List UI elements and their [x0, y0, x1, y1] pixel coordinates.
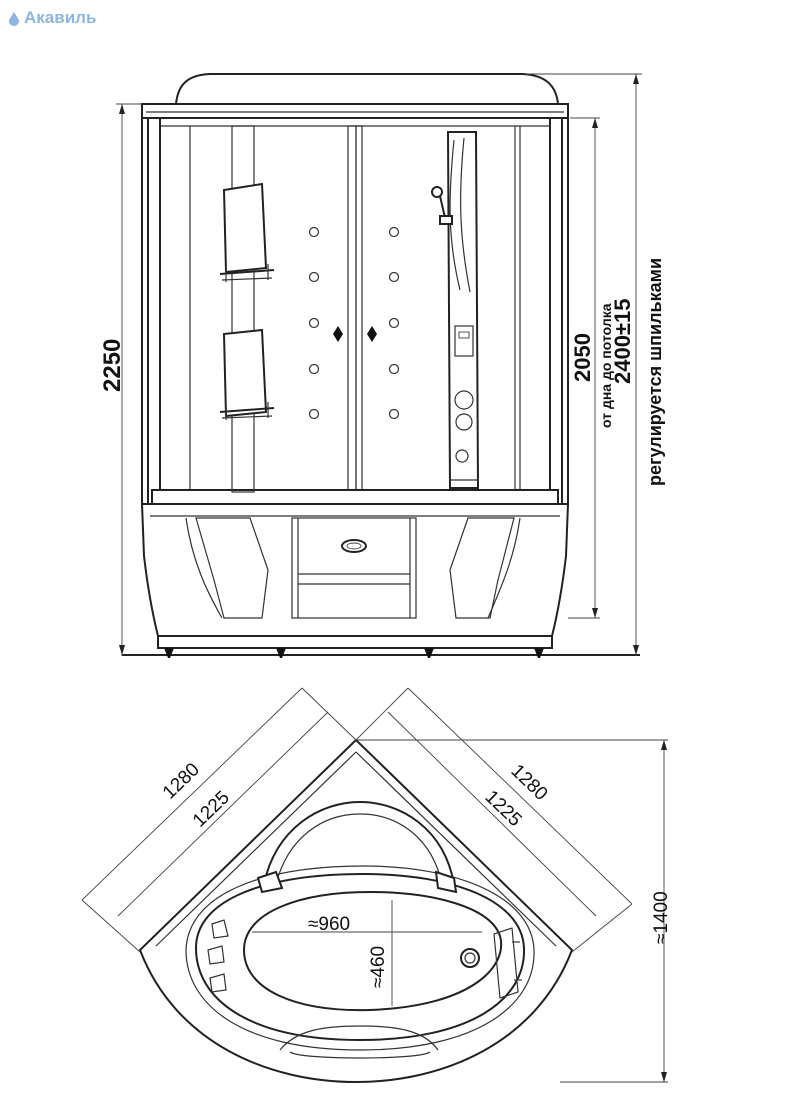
- control-panel: [454, 325, 474, 357]
- top-view: 1280 1225 1280 1225 ≈1400 ≈960 ≈460: [81, 687, 672, 1084]
- brand-name: Акавиль: [24, 8, 97, 27]
- tray-outline: [138, 738, 574, 1084]
- height-total-label: 2250: [99, 339, 126, 392]
- bowl-length-label: ≈960: [308, 914, 350, 935]
- base-tray: [140, 503, 570, 637]
- upper-shelf: [219, 264, 275, 282]
- drain: [341, 539, 367, 553]
- brand-logo: Акавиль: [8, 8, 96, 28]
- depth-label: ≈1400: [651, 891, 672, 944]
- hand-shower: [431, 186, 453, 225]
- massage-jets: [308, 226, 400, 420]
- plinth: [157, 635, 553, 649]
- right-post: [549, 117, 563, 505]
- door-handle-left: [333, 326, 343, 342]
- shower-panel: [446, 131, 480, 489]
- roof-dome: [174, 73, 560, 105]
- bath-bowl: [242, 890, 503, 1012]
- cabin-frame: [141, 103, 569, 505]
- floor-to-ceiling-label: от дна до потолка: [598, 303, 614, 428]
- adjustable-note: регулируется шпильками: [645, 258, 665, 486]
- dimension-lines-top: [81, 687, 668, 1083]
- upper-backrest: [222, 182, 268, 274]
- front-view: 2250 2050 от дна до потолка 2400±15 регу…: [99, 73, 665, 658]
- height-range-label: 2400±15: [610, 299, 635, 385]
- top-frame: [141, 103, 569, 119]
- lower-shelf: [219, 402, 275, 420]
- overflow-drain: [460, 948, 480, 968]
- massage-nozzles: [207, 919, 229, 993]
- side-outer-left-label: 1280: [159, 759, 204, 803]
- left-post: [147, 117, 161, 505]
- backrest-column: [231, 125, 255, 493]
- front-apron: [291, 517, 417, 619]
- dimension-lines-front: [116, 73, 642, 656]
- side-outer-right-label: 1280: [507, 760, 552, 804]
- lower-backrest: [222, 328, 268, 418]
- door-right-edge: [355, 125, 363, 493]
- headrest-arc: [263, 800, 455, 885]
- mixer-knob: [454, 390, 474, 410]
- door-handle-right: [367, 326, 377, 342]
- bowl-width-label: ≈460: [368, 946, 389, 988]
- height-inner-label: 2050: [570, 333, 595, 382]
- bath-rim: [194, 872, 526, 1042]
- bottom-rail: [151, 489, 559, 505]
- door-left-edge: [347, 125, 357, 493]
- water-drop-icon: [9, 11, 19, 26]
- feet: [164, 648, 544, 658]
